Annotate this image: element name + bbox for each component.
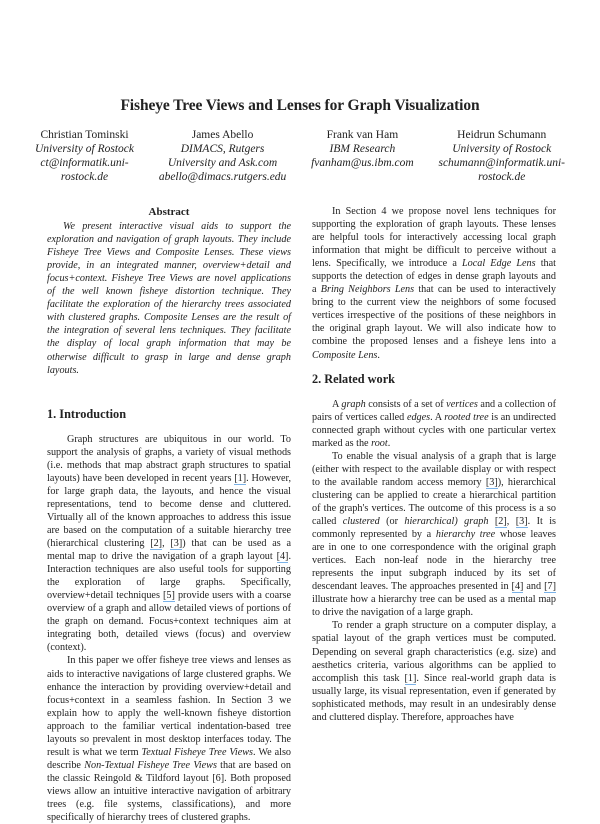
author-email: abello@dimacs.rutgers.edu — [158, 171, 287, 183]
related-paragraph-3: To render a graph structure on a compute… — [312, 620, 556, 723]
author-affiliation: DIMACS, Rutgers — [180, 143, 265, 155]
section-1-heading: 1. Introduction — [47, 406, 127, 421]
citation-link[interactable]: [4] — [511, 581, 524, 594]
related-paragraph-2: To enable the visual analysis of a graph… — [312, 450, 557, 619]
section-2-heading: 2. Related work — [312, 371, 395, 386]
author-name: James Abello — [191, 129, 254, 141]
intro-paragraph-2: In this paper we offer fisheye tree view… — [47, 655, 292, 824]
citation-link[interactable]: [1] — [234, 472, 247, 485]
citation-link[interactable]: [3] — [170, 538, 183, 551]
abstract-text: We present interactive visual aids to su… — [47, 221, 291, 376]
author-name: Frank van Ham — [326, 129, 399, 141]
author-2: James Abello DIMACS, Rutgers University … — [159, 128, 286, 184]
author-1: Christian Tominski University of Rostock… — [35, 128, 134, 184]
citation-link[interactable]: [2] — [150, 538, 163, 551]
author-affiliation: IBM Research — [329, 143, 396, 155]
citation-link[interactable]: [7] — [544, 581, 556, 594]
intro-paragraph-1: Graph structures are ubiquitous in our w… — [47, 433, 292, 654]
author-email: fvanham@us.ibm.com — [311, 157, 414, 169]
author-email: schumann@informatik.uni- — [438, 157, 565, 169]
citation-link[interactable]: [4] — [276, 551, 289, 564]
author-block: Christian Tominski University of Rostock… — [35, 128, 565, 184]
author-3: Frank van Ham IBM Research fvanham@us.ib… — [311, 128, 414, 184]
author-email-cont: rostock.de — [60, 171, 109, 183]
author-name: Heidrun Schumann — [457, 129, 547, 141]
citation-link[interactable]: [2] — [494, 516, 507, 529]
abstract-heading: Abstract — [148, 206, 190, 218]
author-affiliation: University of Rostock — [35, 143, 135, 155]
author-name: Christian Tominski — [40, 129, 129, 141]
author-email: ct@informatik.uni- — [40, 157, 129, 169]
citation-link[interactable]: [1] — [404, 672, 417, 685]
author-4: Heidrun Schumann University of Rostock s… — [438, 128, 565, 184]
right-column: In Section 4 we propose novel lens techn… — [312, 205, 556, 724]
author-affiliation: University of Rostock — [452, 143, 552, 155]
paper-title: Fisheye Tree Views and Lenses for Graph … — [120, 97, 480, 114]
citation-link[interactable]: [5] — [163, 590, 175, 603]
intro-paragraph-3: In Section 4 we propose novel lens techn… — [312, 206, 556, 361]
author-affiliation-cont: University and Ask.com — [167, 157, 278, 169]
left-column: Abstract We present interactive visual a… — [47, 206, 291, 824]
author-email-cont: rostock.de — [478, 171, 526, 183]
related-paragraph-1: A graph consists of a set of vertices an… — [312, 398, 557, 449]
citation-link[interactable]: [3] — [485, 476, 498, 489]
citation-link[interactable]: [3] — [515, 516, 528, 529]
